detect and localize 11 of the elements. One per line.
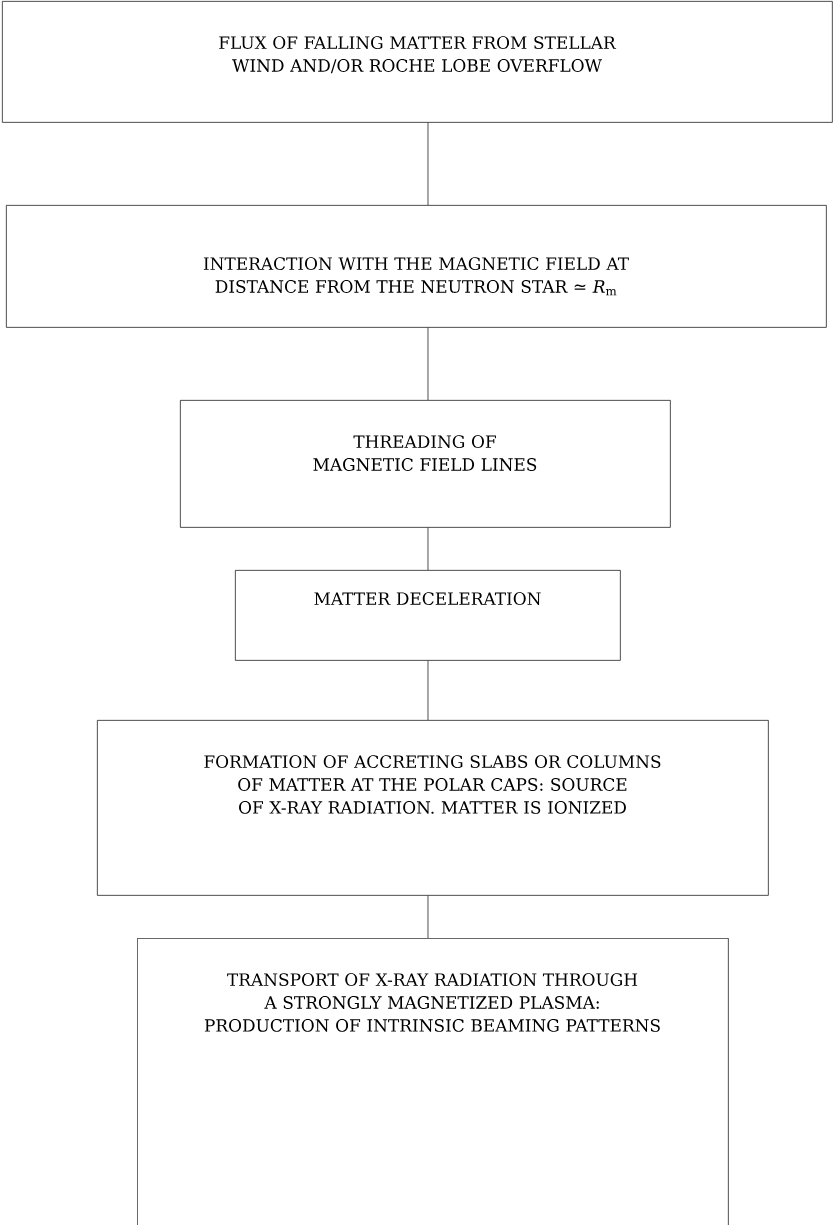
connector-line bbox=[427, 122, 429, 206]
connector-line bbox=[427, 895, 429, 939]
connector-line bbox=[427, 660, 429, 721]
process-box: MATTER DECELERATION bbox=[235, 570, 621, 661]
process-box: INTERACTION WITH THE MAGNETIC FIELD AT DISTANCE FROM THE NEUTRON STAR ≃ R$_{m}$ bbox=[6, 205, 827, 328]
process-box: FORMATION OF ACCRETING SLABS OR COLUMNS OF MATTER AT THE POLAR CAPS: SOURCE OF X-RAY RADIATION. MATTER IS IONIZED bbox=[97, 720, 769, 896]
process-box: THREADING OF MAGNETIC FIELD LINES bbox=[180, 400, 671, 528]
connector-line bbox=[427, 527, 429, 571]
process-box: TRANSPORT OF X-RAY RADIATION THROUGH A STRONGLY MAGNETIZED PLASMA: PRODUCTION OF INTRINSIC BEAMING PATTERNS bbox=[137, 938, 729, 1225]
process-box: FLUX OF FALLING MATTER FROM STELLAR WIND AND/OR ROCHE LOBE OVERFLOW bbox=[2, 1, 833, 123]
connector-line bbox=[427, 327, 429, 401]
